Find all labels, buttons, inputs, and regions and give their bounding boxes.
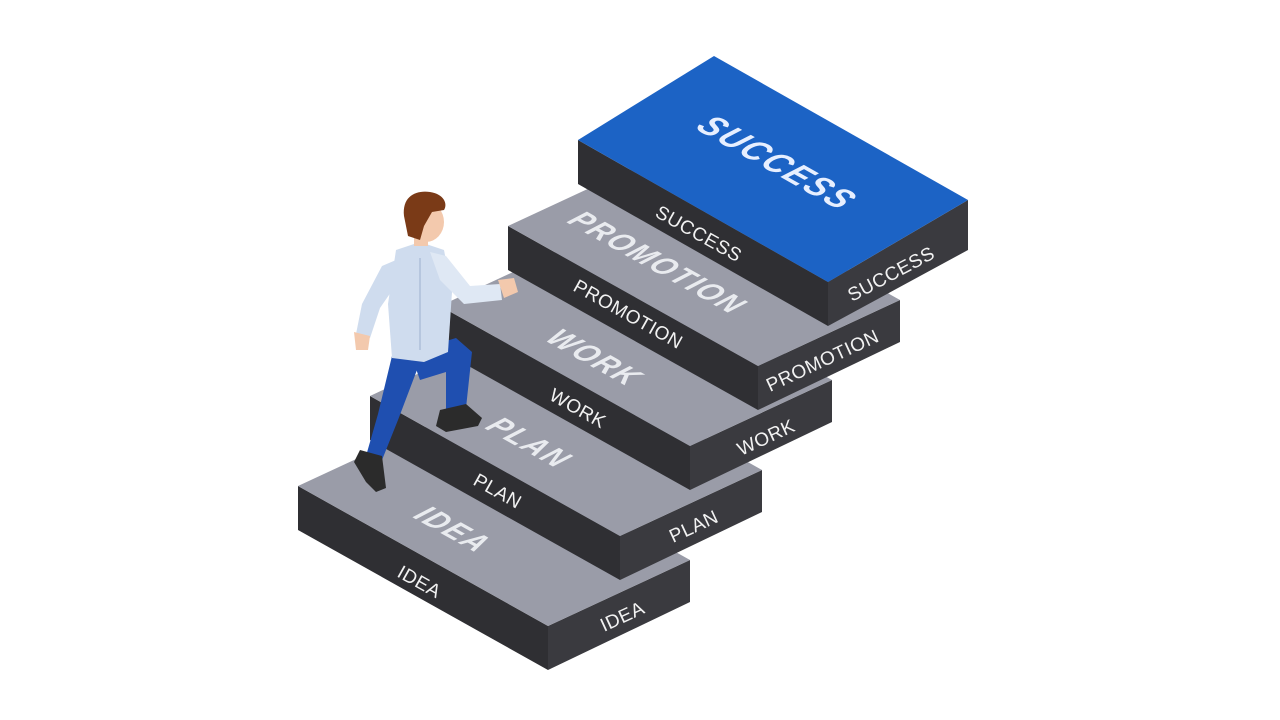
step-plan-front-right <box>620 470 762 580</box>
step-idea-front-left <box>298 486 548 670</box>
person-hair <box>403 191 446 240</box>
person-back-hand <box>354 332 370 350</box>
person-back-shoe <box>354 450 386 492</box>
person-back-arm <box>356 260 398 338</box>
step-idea-front-right <box>548 560 690 670</box>
step-success: SUCCESS SUCCESS SUCCESS <box>578 56 968 326</box>
person-front-arm <box>430 252 502 304</box>
step-idea-top <box>298 420 690 626</box>
person-back-leg <box>366 356 420 460</box>
step-success-front-right <box>828 200 968 326</box>
step-work-front-right <box>690 380 832 490</box>
step-success-front-left <box>578 140 828 326</box>
step-idea: IDEA IDEA IDEA <box>298 420 690 670</box>
step-promotion-front-left <box>508 226 758 410</box>
person-climbing-icon <box>354 191 518 492</box>
step-promotion-top <box>508 160 900 366</box>
person-front-hand <box>498 278 518 298</box>
person-front-shoe <box>436 404 482 432</box>
step-work-front-left <box>440 306 690 490</box>
step-plan-front-left <box>370 396 620 580</box>
step-success-top <box>578 56 968 282</box>
step-promotion-front-right <box>758 300 900 410</box>
